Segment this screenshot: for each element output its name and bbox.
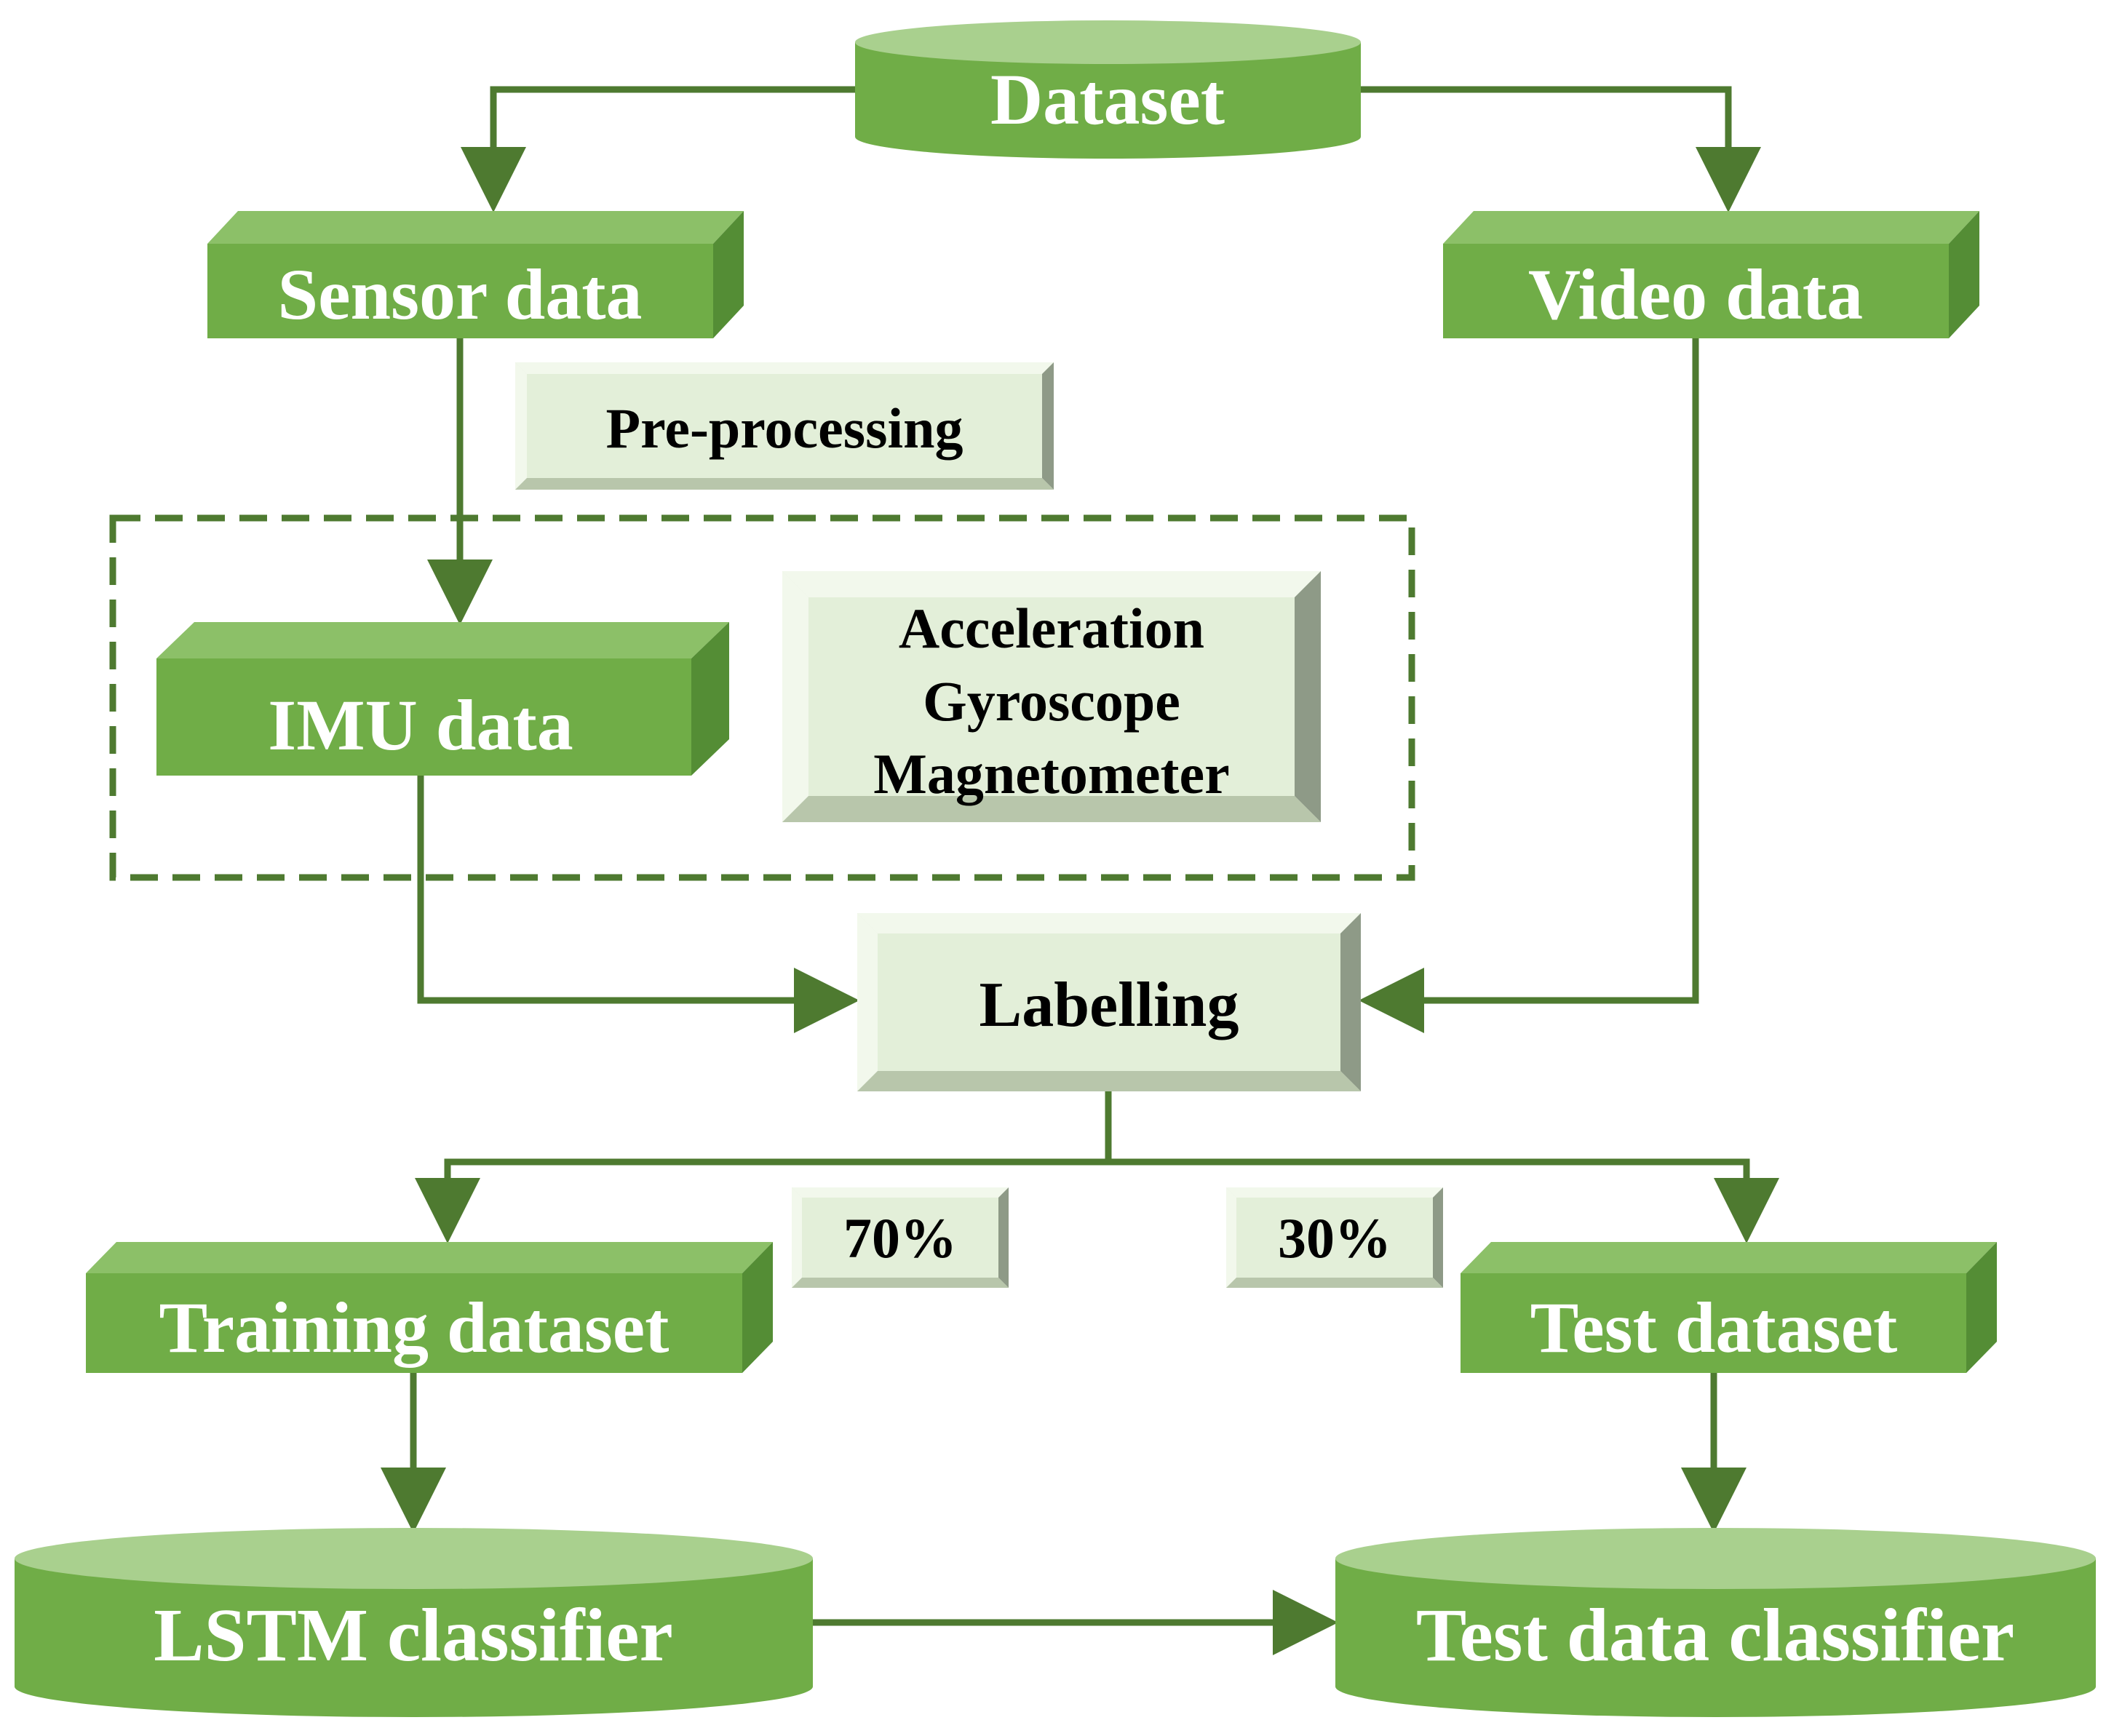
dataset-label: Dataset: [990, 59, 1225, 140]
sensors-box: Acceleration Gyroscope Magnetometer: [782, 571, 1321, 822]
sensor-acceleration: Acceleration: [899, 597, 1204, 660]
lstm-classifier-label: LSTM classifier: [154, 1593, 672, 1677]
sensor-gyroscope: Gyroscope: [923, 669, 1180, 733]
imu-data-label: IMU data: [268, 685, 573, 765]
test-dataset-box: Test dataset: [1461, 1242, 1997, 1373]
sensor-magnetometer: Magnetometer: [873, 742, 1229, 805]
train-percent-box: 70%: [792, 1187, 1009, 1288]
train-percent-label: 70%: [843, 1206, 957, 1270]
labelling-label: Labelling: [980, 970, 1239, 1040]
sensor-data-label: Sensor data: [277, 254, 642, 335]
arrow-dataset-to-sensor: [461, 86, 855, 212]
connectors: [381, 86, 1779, 1655]
test-classifier-label: Test data classifier: [1416, 1593, 2014, 1677]
arrow-split-to-test: [1108, 1158, 1779, 1243]
video-data-label: Video data: [1528, 254, 1863, 335]
preprocessing-group-border: [109, 514, 1415, 881]
arrow-dataset-to-video: [1361, 86, 1761, 212]
arrow-imu-to-labelling: [417, 776, 859, 1033]
test-percent-label: 30%: [1278, 1206, 1391, 1270]
training-dataset-label: Training dataset: [159, 1287, 669, 1368]
sensor-data-box: Sensor data: [207, 211, 744, 338]
imu-data-box: IMU data: [156, 622, 729, 776]
lstm-classifier-cylinder: LSTM classifier: [15, 1528, 813, 1717]
preprocessing-label: Pre-processing: [605, 397, 963, 460]
test-classifier-cylinder: Test data classifier: [1335, 1528, 2096, 1717]
test-percent-box: 30%: [1226, 1187, 1443, 1288]
labelling-box: Labelling: [857, 913, 1361, 1091]
dataset-cylinder: Dataset: [855, 20, 1361, 159]
training-dataset-box: Training dataset: [86, 1242, 773, 1373]
arrow-split-to-training: [415, 1158, 1108, 1243]
preprocessing-box: Pre-processing: [515, 362, 1054, 490]
arrow-video-to-labelling: [1359, 338, 1699, 1033]
test-dataset-label: Test dataset: [1530, 1287, 1898, 1368]
video-data-box: Video data: [1443, 211, 1979, 338]
